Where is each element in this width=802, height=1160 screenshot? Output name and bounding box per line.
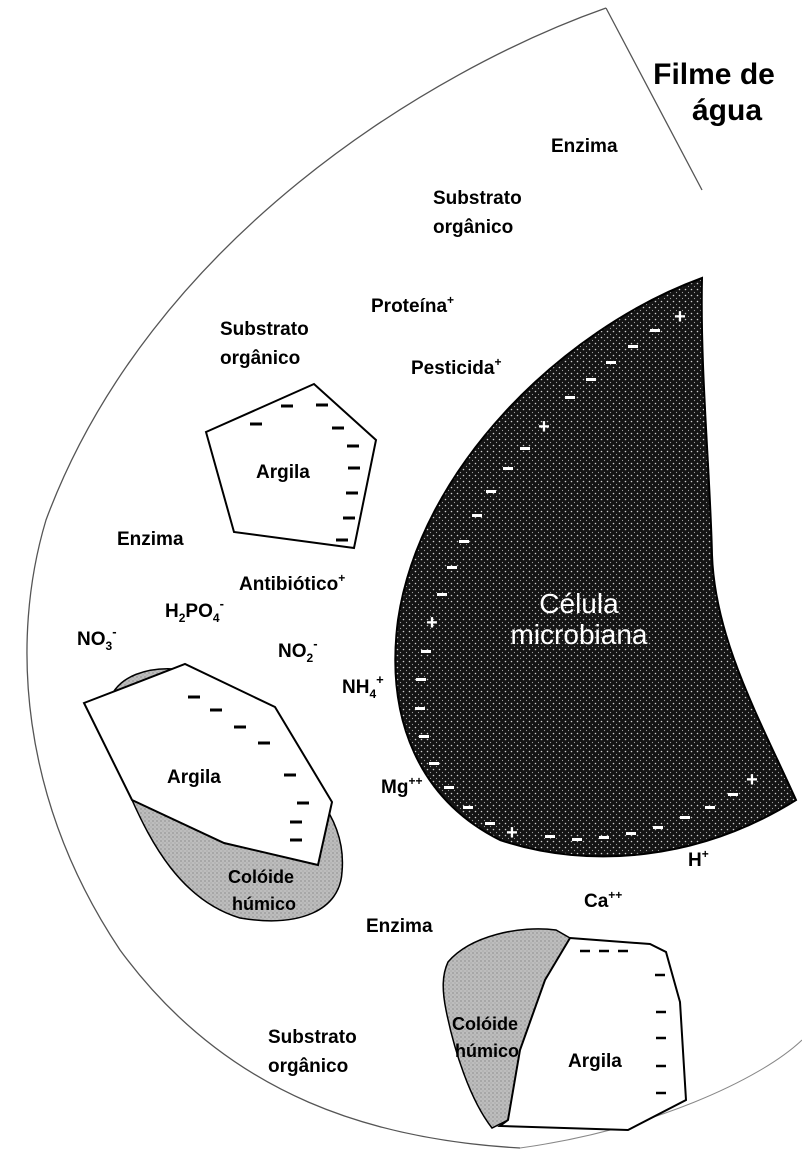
label-pesticida: Pesticida+ (411, 355, 501, 379)
cell-label-line-1: Célula (539, 588, 619, 619)
label-hydrogen: H+ (688, 847, 709, 871)
clay-colloid-group-1: Argila Colóide húmico (84, 664, 342, 921)
clay-label-2: Argila (167, 767, 221, 788)
label-antibiotico: Antibiótico+ (239, 571, 345, 595)
cell-charge-minus (459, 540, 469, 543)
cell-charge-minus (606, 361, 616, 364)
cell-charge-plus: + (506, 822, 518, 844)
cell-charge-minus (728, 793, 738, 796)
label-phosphate: H2PO4- (165, 596, 224, 625)
cell-charge-minus (437, 593, 447, 596)
cell-charge-minus (444, 786, 454, 789)
cell-charge-minus (520, 447, 530, 450)
label-nitrite: NO2- (278, 636, 318, 665)
cell-charge-minus (545, 835, 555, 838)
cell-charge-minus (463, 806, 473, 809)
cell-charge-minus (565, 396, 575, 399)
label-ammonium: NH4+ (342, 672, 384, 701)
cell-charge-minus (429, 762, 439, 765)
colloid-label-1a: Colóide (228, 867, 294, 887)
cell-charge-minus (653, 826, 663, 829)
cell-charge-minus (415, 707, 425, 710)
clay-particle-1: Argila (206, 384, 376, 548)
colloid-label-2a: Colóide (452, 1014, 518, 1034)
water-film-boundary-right (606, 8, 702, 190)
cell-charge-minus (628, 345, 638, 348)
title-line-2: água (692, 94, 762, 127)
cell-charge-minus (626, 832, 636, 835)
title-line-1: Filme de (653, 58, 775, 91)
cell-charge-minus (416, 678, 426, 681)
cell-label-line-2: microbiana (511, 619, 648, 650)
label-enzima-left: Enzima (117, 529, 184, 550)
cell-charge-minus (586, 378, 596, 381)
label-substrato-left-1: Substrato (220, 319, 309, 340)
cell-charge-plus: + (674, 306, 686, 328)
clay-label-1: Argila (256, 462, 310, 483)
cell-charge-minus (421, 650, 431, 653)
cell-charge-plus: + (426, 612, 438, 634)
label-magnesium: Mg++ (381, 774, 422, 798)
cell-charge-minus (485, 822, 495, 825)
label-substrato-top-2: orgânico (433, 217, 513, 238)
cell-charge-minus (680, 816, 690, 819)
clay-colloid-group-2: Argila Colóide húmico (443, 929, 686, 1130)
cell-charge-minus (447, 566, 457, 569)
label-proteina: Proteína+ (371, 293, 454, 317)
label-enzima-bottom: Enzima (366, 916, 433, 937)
label-calcium: Ca++ (584, 888, 622, 912)
label-enzima-top: Enzima (551, 136, 618, 157)
cell-charge-minus (503, 467, 513, 470)
cell-charge-minus (599, 836, 609, 839)
cell-charge-minus (419, 735, 429, 738)
cell-charge-minus (650, 329, 660, 332)
colloid-label-2b: húmico (455, 1041, 519, 1061)
label-nitrate: NO3- (77, 624, 117, 653)
label-substrato-left-2: orgânico (220, 348, 300, 369)
cell-charge-minus (572, 838, 582, 841)
cell-charge-minus (486, 490, 496, 493)
clay-particle-2 (84, 664, 332, 865)
cell-charge-plus: + (746, 769, 758, 791)
cell-charge-plus: + (538, 416, 550, 438)
label-substrato-top-1: Substrato (433, 188, 522, 209)
label-substrato-bottom-2: orgânico (268, 1056, 348, 1077)
label-substrato-bottom-1: Substrato (268, 1027, 357, 1048)
clay-label-3: Argila (568, 1051, 622, 1072)
cell-charge-minus (472, 514, 482, 517)
colloid-label-1b: húmico (232, 894, 296, 914)
cell-charge-minus (705, 806, 715, 809)
